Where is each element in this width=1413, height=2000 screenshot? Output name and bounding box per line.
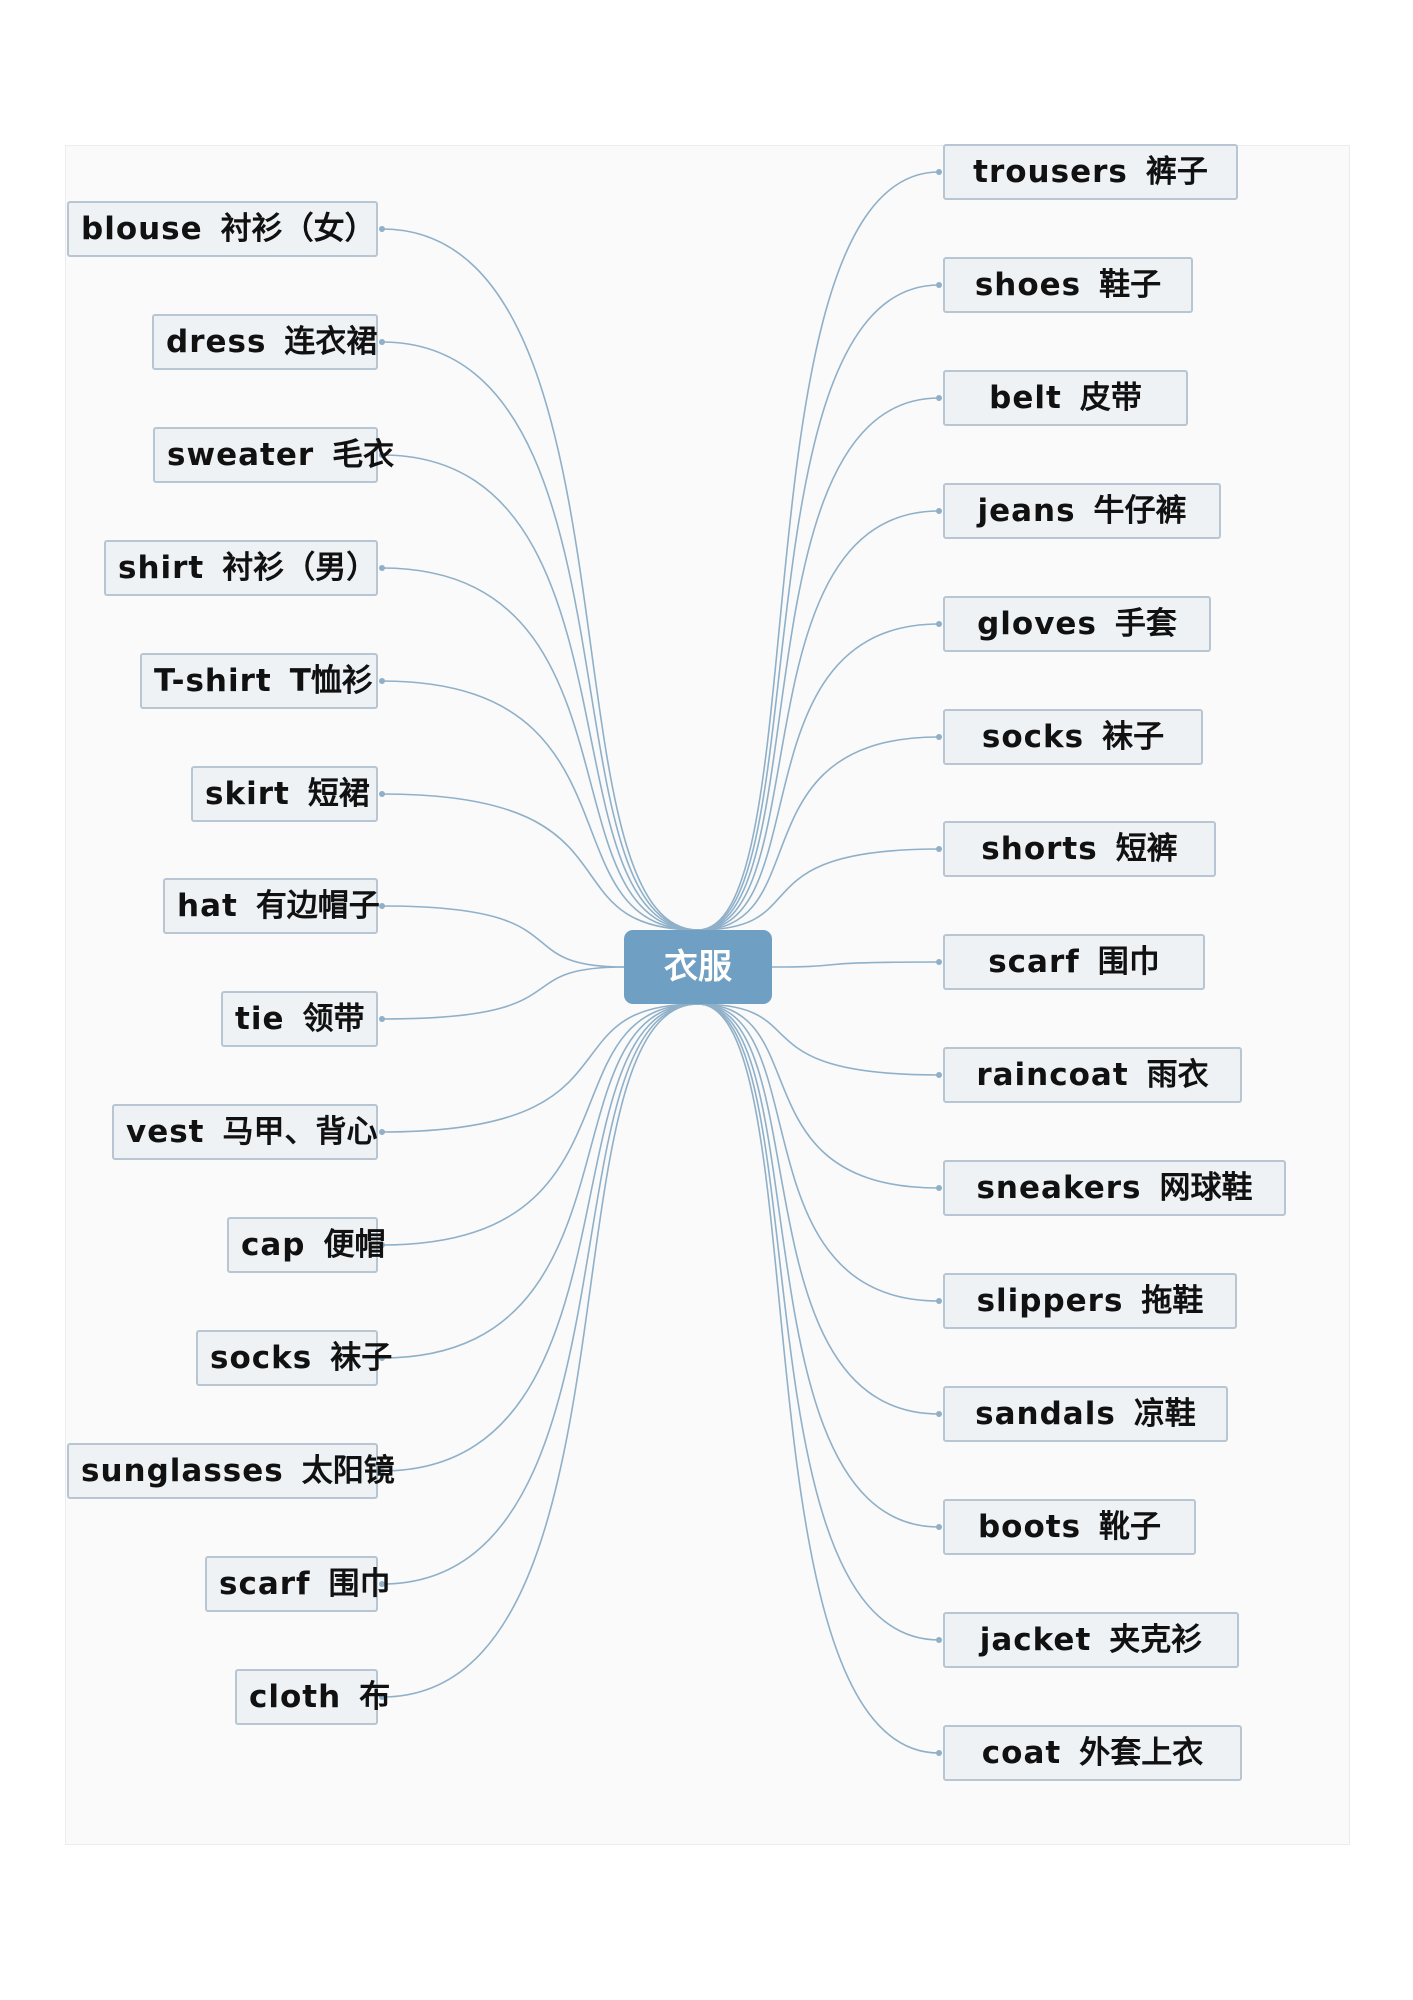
right-node[interactable]: scarf 围巾 — [943, 934, 1205, 990]
node-chinese-label: 鞋子 — [1099, 267, 1162, 303]
node-chinese-label: 围巾 — [328, 1566, 391, 1602]
node-english-label: slippers — [976, 1283, 1124, 1319]
node-chinese-label: 衬衫（女） — [220, 211, 376, 247]
left-node[interactable]: socks 袜子 — [196, 1330, 392, 1386]
left-node[interactable]: hat 有边帽子 — [163, 878, 380, 934]
left-node[interactable]: cloth 布 — [235, 1669, 390, 1725]
node-chinese-label: 手套 — [1114, 606, 1177, 642]
node-english-label: raincoat — [976, 1057, 1129, 1093]
node-chinese-label: 太阳镜 — [301, 1453, 395, 1489]
node-english-label: cap — [241, 1227, 306, 1263]
node-chinese-label: T恤衫 — [289, 663, 373, 699]
node-chinese-label: 牛仔裤 — [1093, 493, 1187, 529]
node-english-label: socks — [981, 719, 1085, 755]
node-chinese-label: 凉鞋 — [1133, 1396, 1196, 1432]
node-chinese-label: 皮带 — [1079, 380, 1142, 416]
node-english-label: jacket — [979, 1622, 1092, 1658]
left-node[interactable]: sweater 毛衣 — [153, 427, 394, 483]
left-node[interactable]: shirt 衬衫（男） — [104, 540, 378, 596]
node-english-label: T-shirt — [154, 663, 272, 699]
left-node[interactable]: skirt 短裙 — [191, 766, 378, 822]
node-english-label: vest — [126, 1114, 205, 1150]
left-node[interactable]: tie 领带 — [221, 991, 378, 1047]
node-english-label: coat — [981, 1735, 1062, 1771]
right-node[interactable]: sneakers 网球鞋 — [943, 1160, 1286, 1216]
right-node[interactable]: trousers 裤子 — [943, 144, 1238, 200]
node-chinese-label: 连衣裙 — [284, 324, 378, 360]
node-english-label: sweater — [167, 437, 315, 473]
node-chinese-label: 外套上衣 — [1079, 1735, 1204, 1771]
node-english-label: tie — [235, 1001, 285, 1037]
node-chinese-label: 袜子 — [1102, 719, 1165, 755]
center-node[interactable]: 衣服 — [624, 930, 772, 1004]
node-chinese-label: 围巾 — [1097, 944, 1160, 980]
left-node[interactable]: vest 马甲、背心 — [112, 1104, 378, 1160]
node-chinese-label: 毛衣 — [332, 437, 395, 473]
node-english-label: trousers — [973, 154, 1128, 190]
left-node[interactable]: sunglasses 太阳镜 — [67, 1443, 395, 1499]
left-node[interactable]: blouse 衬衫（女） — [67, 201, 378, 257]
node-english-label: scarf — [988, 944, 1080, 980]
node-english-label: skirt — [205, 776, 290, 812]
right-node[interactable]: coat 外套上衣 — [943, 1725, 1242, 1781]
node-chinese-label: 有边帽子 — [255, 888, 380, 924]
node-chinese-label: 领带 — [302, 1001, 365, 1037]
left-node[interactable]: T-shirt T恤衫 — [140, 653, 378, 709]
right-node[interactable]: jacket 夹克衫 — [943, 1612, 1239, 1668]
node-english-label: boots — [977, 1509, 1082, 1545]
node-chinese-label: 马甲、背心 — [222, 1114, 378, 1150]
node-chinese-label: 便帽 — [323, 1227, 386, 1263]
node-chinese-label: 布 — [359, 1679, 391, 1715]
node-chinese-label: 短裤 — [1115, 831, 1178, 867]
node-english-label: dress — [166, 324, 267, 360]
right-node[interactable]: raincoat 雨衣 — [943, 1047, 1242, 1103]
right-node[interactable]: socks 袜子 — [943, 709, 1203, 765]
left-node[interactable]: dress 连衣裙 — [152, 314, 378, 370]
node-english-label: shirt — [118, 550, 205, 586]
node-english-label: sunglasses — [81, 1453, 284, 1489]
node-chinese-label: 袜子 — [330, 1340, 393, 1376]
node-english-label: shoes — [974, 267, 1082, 303]
node-chinese-label: 拖鞋 — [1141, 1283, 1204, 1319]
node-english-label: blouse — [81, 211, 203, 247]
right-node[interactable]: boots 靴子 — [943, 1499, 1196, 1555]
right-node[interactable]: shorts 短裤 — [943, 821, 1216, 877]
node-english-label: hat — [177, 888, 238, 924]
node-english-label: shorts — [981, 831, 1098, 867]
node-chinese-label: 靴子 — [1099, 1509, 1162, 1545]
node-english-label: jeans — [977, 493, 1076, 529]
right-node[interactable]: gloves 手套 — [943, 596, 1211, 652]
node-chinese-label: 网球鞋 — [1159, 1170, 1253, 1206]
node-english-label: scarf — [219, 1566, 311, 1602]
left-node[interactable]: scarf 围巾 — [205, 1556, 391, 1612]
right-node[interactable]: shoes 鞋子 — [943, 257, 1193, 313]
right-node[interactable]: slippers 拖鞋 — [943, 1273, 1237, 1329]
node-english-label: sneakers — [976, 1170, 1142, 1206]
right-node[interactable]: sandals 凉鞋 — [943, 1386, 1228, 1442]
node-english-label: socks — [210, 1340, 313, 1376]
node-chinese-label: 夹克衫 — [1109, 1622, 1203, 1658]
node-chinese-label: 裤子 — [1145, 154, 1208, 190]
left-node[interactable]: cap 便帽 — [227, 1217, 386, 1273]
right-node[interactable]: belt 皮带 — [943, 370, 1188, 426]
node-english-label: belt — [989, 380, 1062, 416]
right-node[interactable]: jeans 牛仔裤 — [943, 483, 1221, 539]
node-chinese-label: 雨衣 — [1146, 1057, 1209, 1093]
node-english-label: sandals — [975, 1396, 1116, 1432]
node-english-label: cloth — [249, 1679, 342, 1715]
node-english-label: gloves — [977, 606, 1097, 642]
node-chinese-label: 短裙 — [307, 776, 370, 812]
node-chinese-label: 衬衫（男） — [222, 550, 378, 586]
